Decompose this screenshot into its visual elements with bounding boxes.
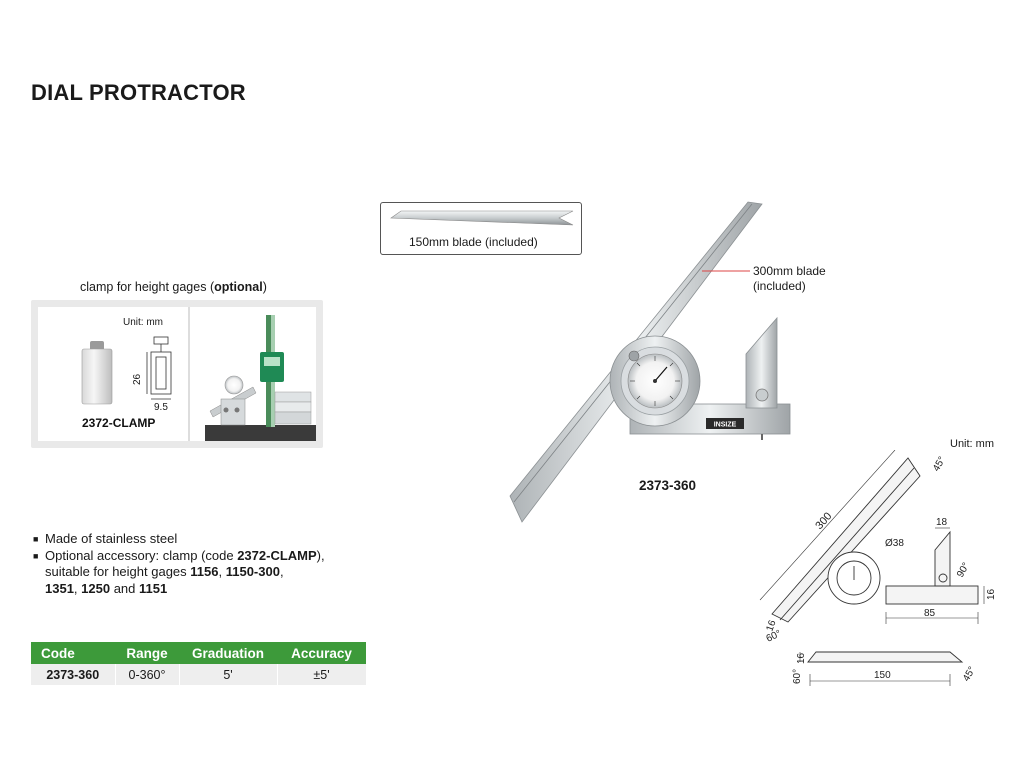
dim-dia38: Ø38 xyxy=(885,538,904,549)
dim-85: 85 xyxy=(924,608,936,619)
clamp-technical-drawing xyxy=(146,336,172,400)
feature-item-continued: 1351, 1250 and 1151 xyxy=(45,580,168,596)
blade-150-image xyxy=(390,210,574,226)
dim-150: 150 xyxy=(874,670,891,681)
table-row: 2373-360 0-360° 5' ±5' xyxy=(31,664,367,685)
protractor-photo: INSIZE xyxy=(509,201,791,523)
cell-accuracy: ±5' xyxy=(277,664,367,685)
dim-16-blade: 16 xyxy=(796,652,807,664)
feature-list: ■Made of stainless steel ■Optional acces… xyxy=(33,531,325,597)
dim-60-blade: 60° xyxy=(792,669,803,684)
spec-table: Code Range Graduation Accuracy 2373-360 … xyxy=(31,642,367,685)
blade-150-box: 150mm blade (included) xyxy=(380,202,582,255)
header-range: Range xyxy=(115,642,179,664)
model-label: 2373-360 xyxy=(639,478,697,493)
dial-ticks xyxy=(630,356,680,406)
clamp-unit-label: Unit: mm xyxy=(123,317,163,328)
dim-45-blade: 45° xyxy=(961,665,978,684)
clamp-caption: clamp for height gages (optional) xyxy=(80,280,267,294)
header-code: Code xyxy=(31,642,115,664)
clamp-code-label: 2372-CLAMP xyxy=(82,416,155,430)
cell-range: 0-360° xyxy=(115,664,180,685)
clamp-dim-width: 9.5 xyxy=(154,402,168,413)
clamp-illustration: 2372-CLAMP xyxy=(81,307,316,441)
header-graduation: Graduation xyxy=(179,642,277,664)
clamp-dim-height: 26 xyxy=(132,373,143,385)
dim-16-right: 16 xyxy=(986,588,997,600)
feature-item-continued: suitable for height gages 1156, 1150-300… xyxy=(45,564,284,579)
feature-item: ■Made of stainless steel xyxy=(33,531,178,546)
feature-item: ■Optional accessory: clamp (code 2372-CL… xyxy=(33,547,325,563)
blade-300-label: 300mm blade (included) xyxy=(753,264,826,293)
height-gage-image xyxy=(205,315,316,441)
dim-45-top: 45° xyxy=(931,455,948,474)
page-title: DIAL PROTRACTOR xyxy=(31,80,246,105)
drawing-unit-label: Unit: mm xyxy=(950,438,994,450)
clamp-panel: 2372-CLAMP Unit: mm 26 9.5 xyxy=(31,300,323,448)
cell-code: 2373-360 xyxy=(31,664,116,685)
technical-drawing: 300 45° 18 Ø38 90° 16 85 16 60° 16 60° 1… xyxy=(759,450,997,686)
clamp-block-image xyxy=(81,341,113,405)
dim-18: 18 xyxy=(936,517,948,528)
brand-logo: INSIZE xyxy=(714,422,737,429)
dim-300: 300 xyxy=(813,510,834,532)
dim-16-left: 16 xyxy=(764,618,778,633)
dim-90: 90° xyxy=(955,561,972,580)
cell-graduation: 5' xyxy=(179,664,278,685)
header-accuracy: Accuracy xyxy=(277,642,366,664)
blade-150-caption: 150mm blade (included) xyxy=(409,235,538,249)
